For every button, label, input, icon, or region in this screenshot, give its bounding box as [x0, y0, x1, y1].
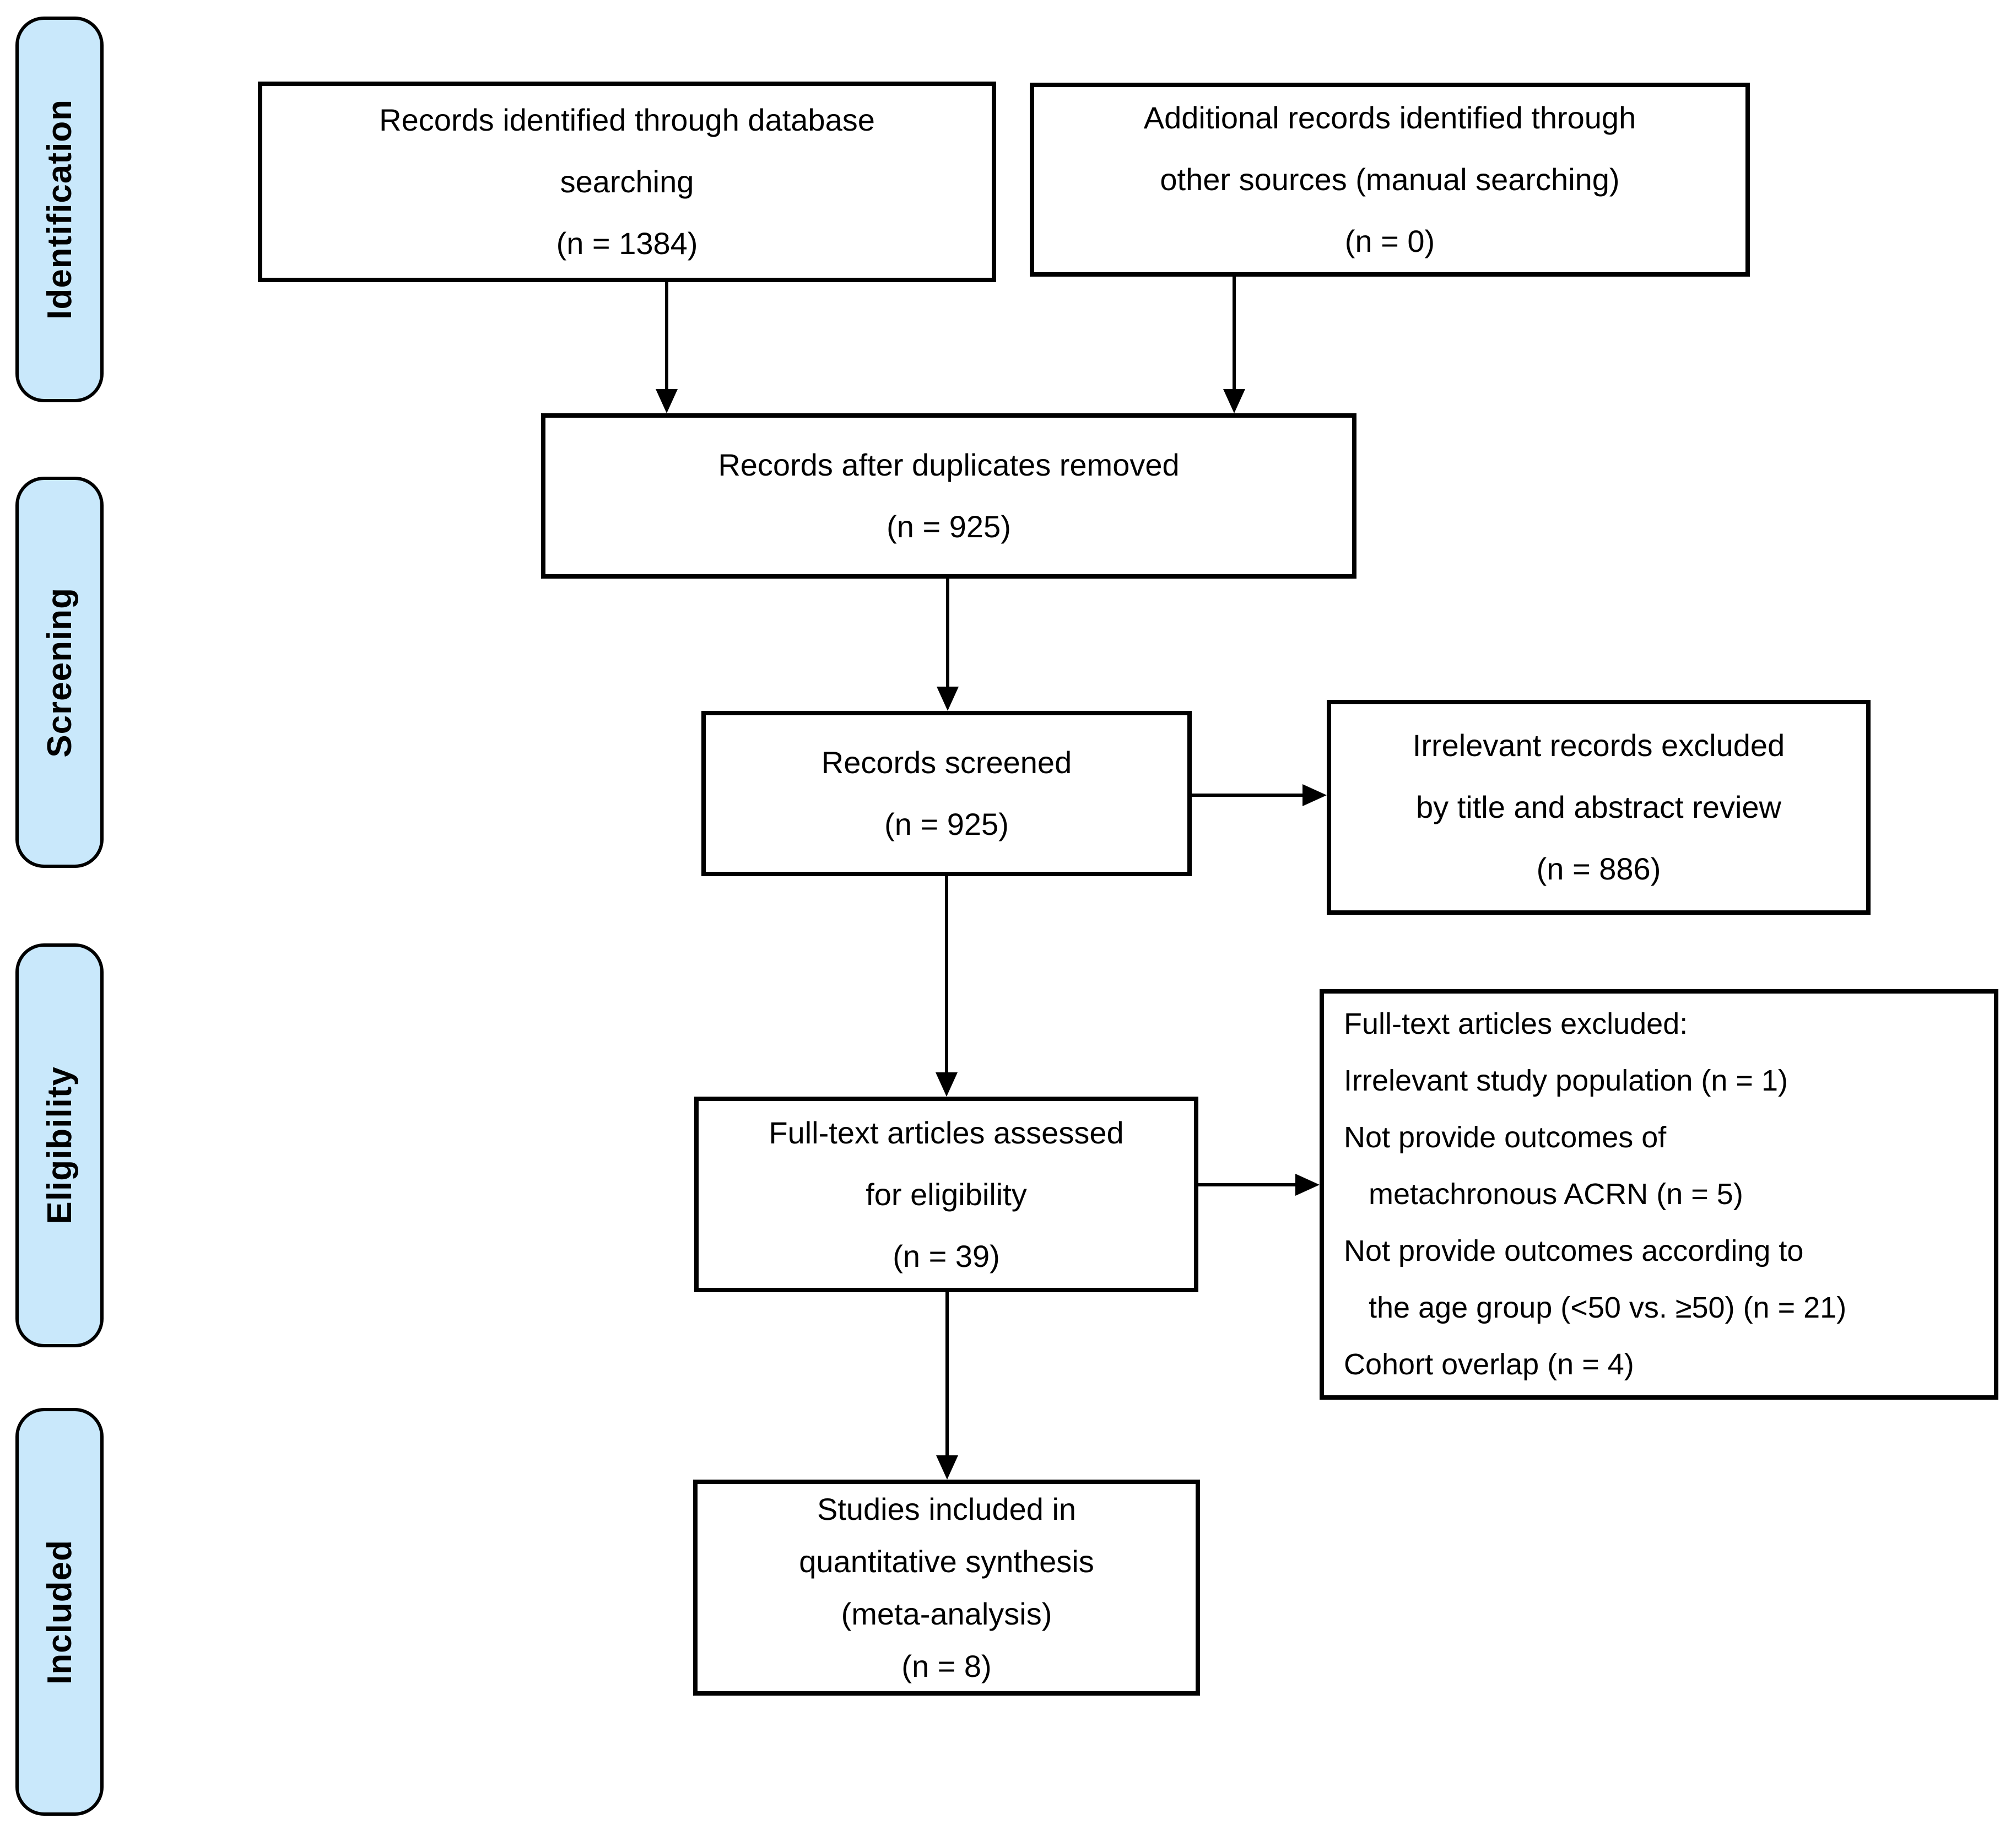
stage-label-included: Included [40, 1539, 79, 1685]
stage-label-eligibility: Eligibility [40, 1066, 79, 1224]
box-records-screened: Records screened (n = 925) [701, 711, 1192, 876]
box-records-identified: Records identified through database sear… [258, 82, 996, 282]
box-additional-records: Additional records identified through ot… [1030, 83, 1750, 277]
arrowhead-down-icon [656, 389, 678, 413]
box-irrelevant-excluded-text: Irrelevant records excluded by title and… [1412, 728, 1785, 886]
box-duplicates-removed-text: Records after duplicates removed (n = 92… [718, 447, 1180, 544]
stage-badge-eligibility: Eligibility [15, 943, 104, 1347]
arrow-additional-records-to-duplicates-removed [1223, 277, 1245, 413]
arrowhead-right-icon [1295, 1174, 1320, 1196]
box-records-identified-text: Records identified through database sear… [379, 102, 875, 261]
arrowhead-down-icon [936, 1072, 958, 1097]
box-studies-included: Studies included in quantitative synthes… [693, 1480, 1200, 1696]
box-fulltext-assessed: Full-text articles assessed for eligibil… [694, 1097, 1198, 1292]
stage-badge-included: Included [15, 1408, 104, 1816]
box-fulltext-assessed-text: Full-text articles assessed for eligibil… [769, 1115, 1124, 1273]
arrow-records-identified-to-duplicates-removed [656, 282, 678, 413]
arrowhead-down-icon [937, 687, 959, 711]
box-duplicates-removed: Records after duplicates removed (n = 92… [541, 413, 1356, 579]
arrow-records-screened-to-irrelevant-excluded [1192, 784, 1327, 806]
arrowhead-down-icon [1223, 389, 1245, 413]
arrowhead-down-icon [936, 1455, 958, 1480]
stage-label-identification: Identification [40, 99, 79, 320]
box-irrelevant-excluded: Irrelevant records excluded by title and… [1327, 700, 1871, 915]
arrow-records-screened-to-fulltext-assessed [936, 876, 958, 1097]
stage-label-screening: Screening [40, 587, 79, 758]
arrowhead-right-icon [1302, 784, 1327, 806]
arrow-duplicates-removed-to-records-screened [937, 579, 959, 711]
box-fulltext-excluded: Full-text articles excluded: Irrelevant … [1320, 989, 1998, 1400]
stage-badge-screening: Screening [15, 477, 104, 868]
box-records-screened-text: Records screened (n = 925) [821, 745, 1072, 841]
box-additional-records-text: Additional records identified through ot… [1143, 100, 1636, 258]
arrow-fulltext-assessed-to-studies-included [936, 1292, 958, 1480]
box-fulltext-excluded-text: Full-text articles excluded: Irrelevant … [1344, 1007, 1847, 1381]
box-studies-included-text: Studies included in quantitative synthes… [799, 1492, 1094, 1683]
stage-badge-identification: Identification [15, 17, 104, 402]
arrow-fulltext-assessed-to-fulltext-excluded [1198, 1174, 1320, 1196]
